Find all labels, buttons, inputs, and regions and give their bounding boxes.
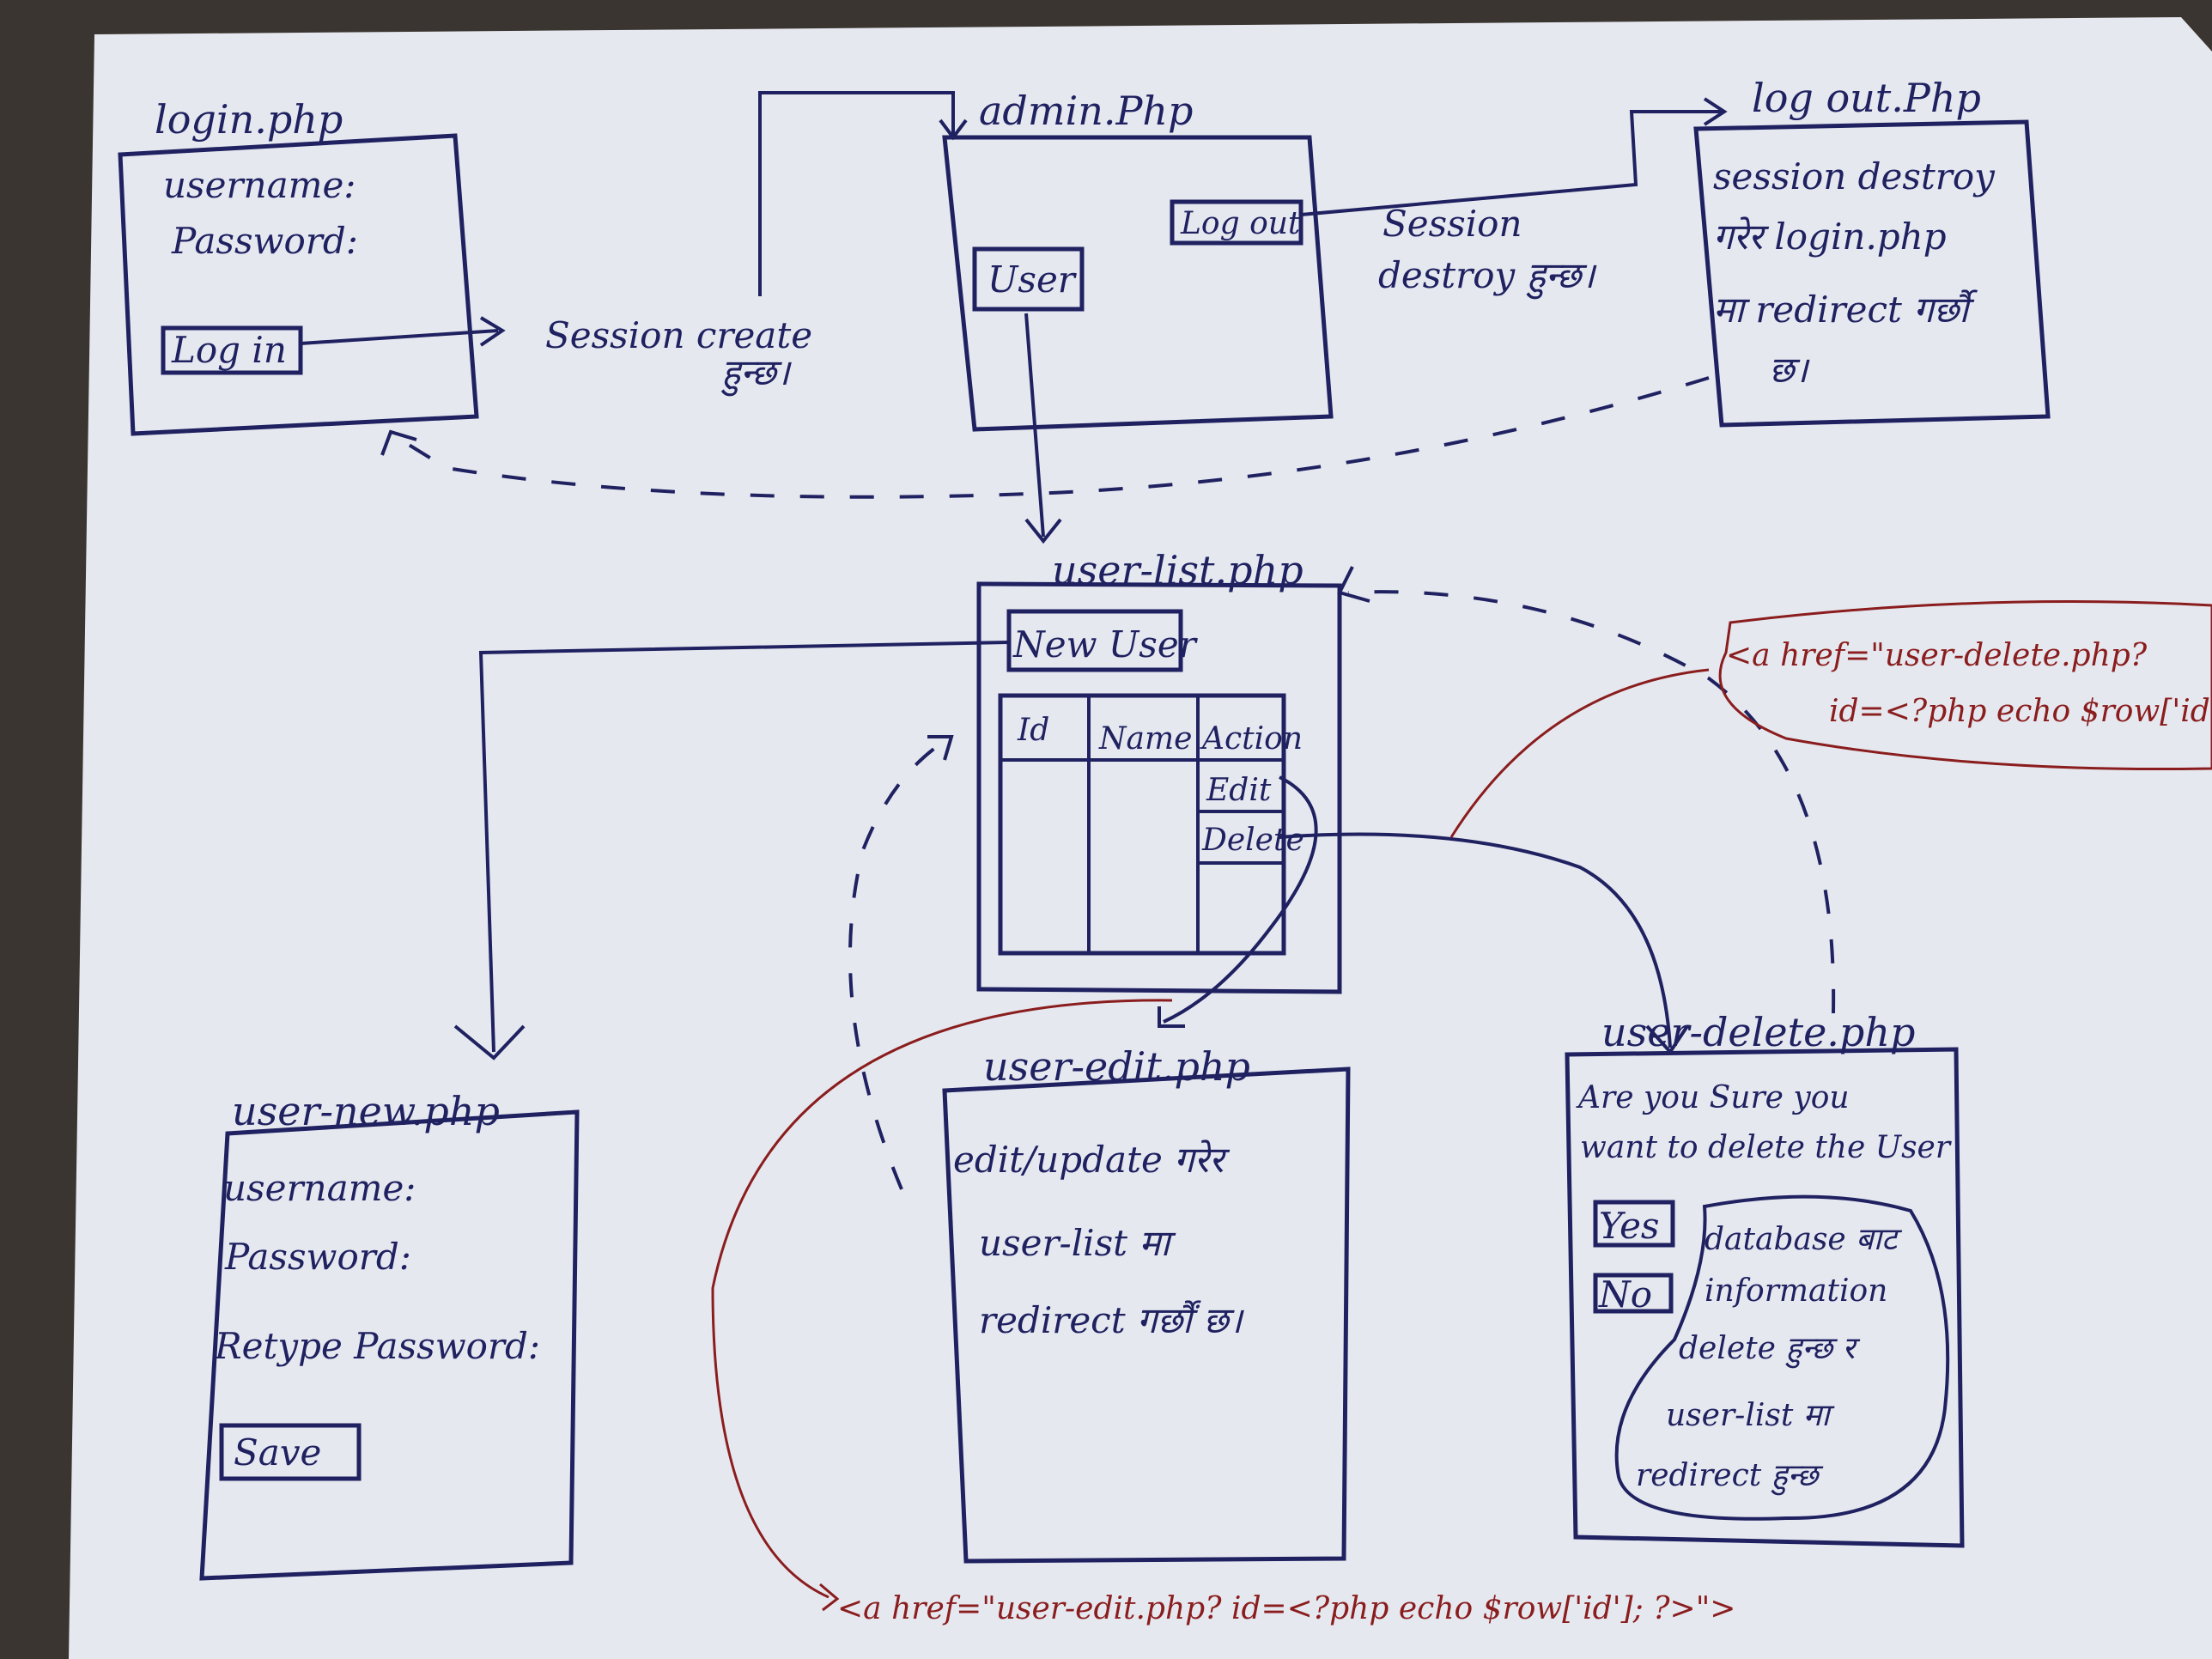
usernew-title: user-new.php (232, 1088, 500, 1134)
logout-page-box: log out.Php session destroy गरेर login.p… (1693, 75, 2051, 428)
usernew-password-label: Password: (224, 1236, 411, 1278)
dashed-userdelete-to-userlist (1347, 590, 1836, 1014)
userdelete-question-1: Are you Sure you (1576, 1080, 1850, 1115)
useredit-line-3: redirect गर्छौं छ। (979, 1299, 1245, 1341)
usernew-retype-label: Retype Password: (214, 1325, 540, 1367)
table-header-id: Id (1017, 713, 1049, 748)
logout-line-1: session destroy (1713, 155, 1996, 198)
connector-to-admin (758, 91, 955, 296)
useredit-line-2: user-list मा (979, 1222, 1176, 1264)
delete-note-line-3: delete हुन्छ र (1679, 1331, 1860, 1369)
usernew-username-label: username: (223, 1167, 416, 1209)
usernew-page-box: user-new.php username: Password: Retype … (199, 1088, 580, 1581)
delete-note-line-2: information (1705, 1273, 1887, 1309)
login-password-label: Password: (171, 220, 358, 262)
edge-session-destroy-line2: destroy हुन्छ। (1378, 254, 1597, 300)
delete-note-line-1: database बाट (1705, 1222, 1903, 1257)
login-button-label: Log in (171, 329, 287, 371)
save-button-label: Save (234, 1431, 321, 1474)
admin-page-box: admin.Php User Log out (942, 88, 1334, 432)
arrow-newuser-to-usernew (478, 641, 1010, 1053)
table-action-edit: Edit (1206, 773, 1272, 808)
admin-user-label: User (988, 258, 1078, 301)
user-table (998, 693, 1286, 956)
delete-note-line-4: user-list मा (1666, 1398, 1835, 1433)
userlist-page-box: user-list.php New User Id Name Action Ed… (976, 547, 1342, 994)
admin-logout-label: Log out (1180, 206, 1301, 241)
save-button (219, 1423, 362, 1481)
login-page-box: login.php username: Password: Log in (118, 96, 479, 436)
paper-sheet (69, 17, 2212, 1659)
arrow-login-to-admin (300, 329, 499, 345)
admin-logout-button (1170, 199, 1304, 246)
table-action-delete: Delete (1201, 823, 1304, 858)
edit-link-code: <a href="user-edit.php? id=<?php echo $r… (837, 1591, 1735, 1626)
yes-button-label: Yes (1599, 1205, 1660, 1247)
delete-code-line2: id=<?php echo $row['id'];?> (1829, 694, 2212, 729)
arrow-edit-to-useredit (1163, 775, 1318, 1024)
red-curve-delete-code (1449, 668, 1710, 838)
edge-session-destroy-line1: Session (1382, 203, 1522, 245)
table-header-name: Name (1098, 721, 1192, 757)
delete-code-line1: <a href="user-delete.php? (1726, 638, 2148, 673)
useredit-page-box: user-edit.php edit/update गरेर user-list… (942, 1043, 1351, 1564)
no-button (1593, 1273, 1674, 1314)
yes-button (1593, 1200, 1675, 1248)
admin-user-button (972, 246, 1085, 312)
logout-line-4: छ। (1769, 349, 1810, 391)
red-curve-edit-code (711, 999, 1173, 1599)
admin-title: admin.Php (979, 88, 1193, 134)
delete-link-code-bubble: <a href="user-delete.php? id=<?php echo … (1718, 600, 2212, 771)
login-username-label: username: (163, 164, 356, 206)
dashed-useredit-to-userlist (848, 737, 951, 1190)
delete-note-line-5: redirect हुन्छ (1636, 1458, 1824, 1496)
login-title: login.php (155, 96, 343, 143)
logout-title: log out.Php (1752, 75, 1981, 121)
arrow-admin-to-userlist (1024, 313, 1045, 538)
arrow-admin-to-logout (1300, 110, 1722, 216)
table-header-action: Action (1200, 721, 1303, 757)
arrow-delete-to-userdelete (1279, 832, 1672, 1048)
new-user-button (1006, 609, 1183, 672)
no-button-label: No (1598, 1273, 1652, 1316)
logout-line-3: मा redirect गर्छौ (1713, 289, 1978, 331)
dashed-logout-to-login (389, 376, 1710, 499)
edge-session-create-line2: हुन्छ। (720, 351, 793, 397)
useredit-line-1: edit/update गरेर (953, 1139, 1231, 1181)
userdelete-question-2: want to delete the User (1580, 1130, 1952, 1165)
new-user-label: New User (1012, 623, 1199, 665)
delete-note-bubble (1614, 1194, 1950, 1521)
login-button (161, 325, 303, 375)
logout-line-2: गरेर login.php (1713, 216, 1947, 258)
userdelete-title: user-delete.php (1601, 1009, 1915, 1055)
userdelete-page-box: user-delete.php Are you Sure you want to… (1565, 1009, 1965, 1548)
edge-session-create-line1: Session create (545, 314, 812, 356)
